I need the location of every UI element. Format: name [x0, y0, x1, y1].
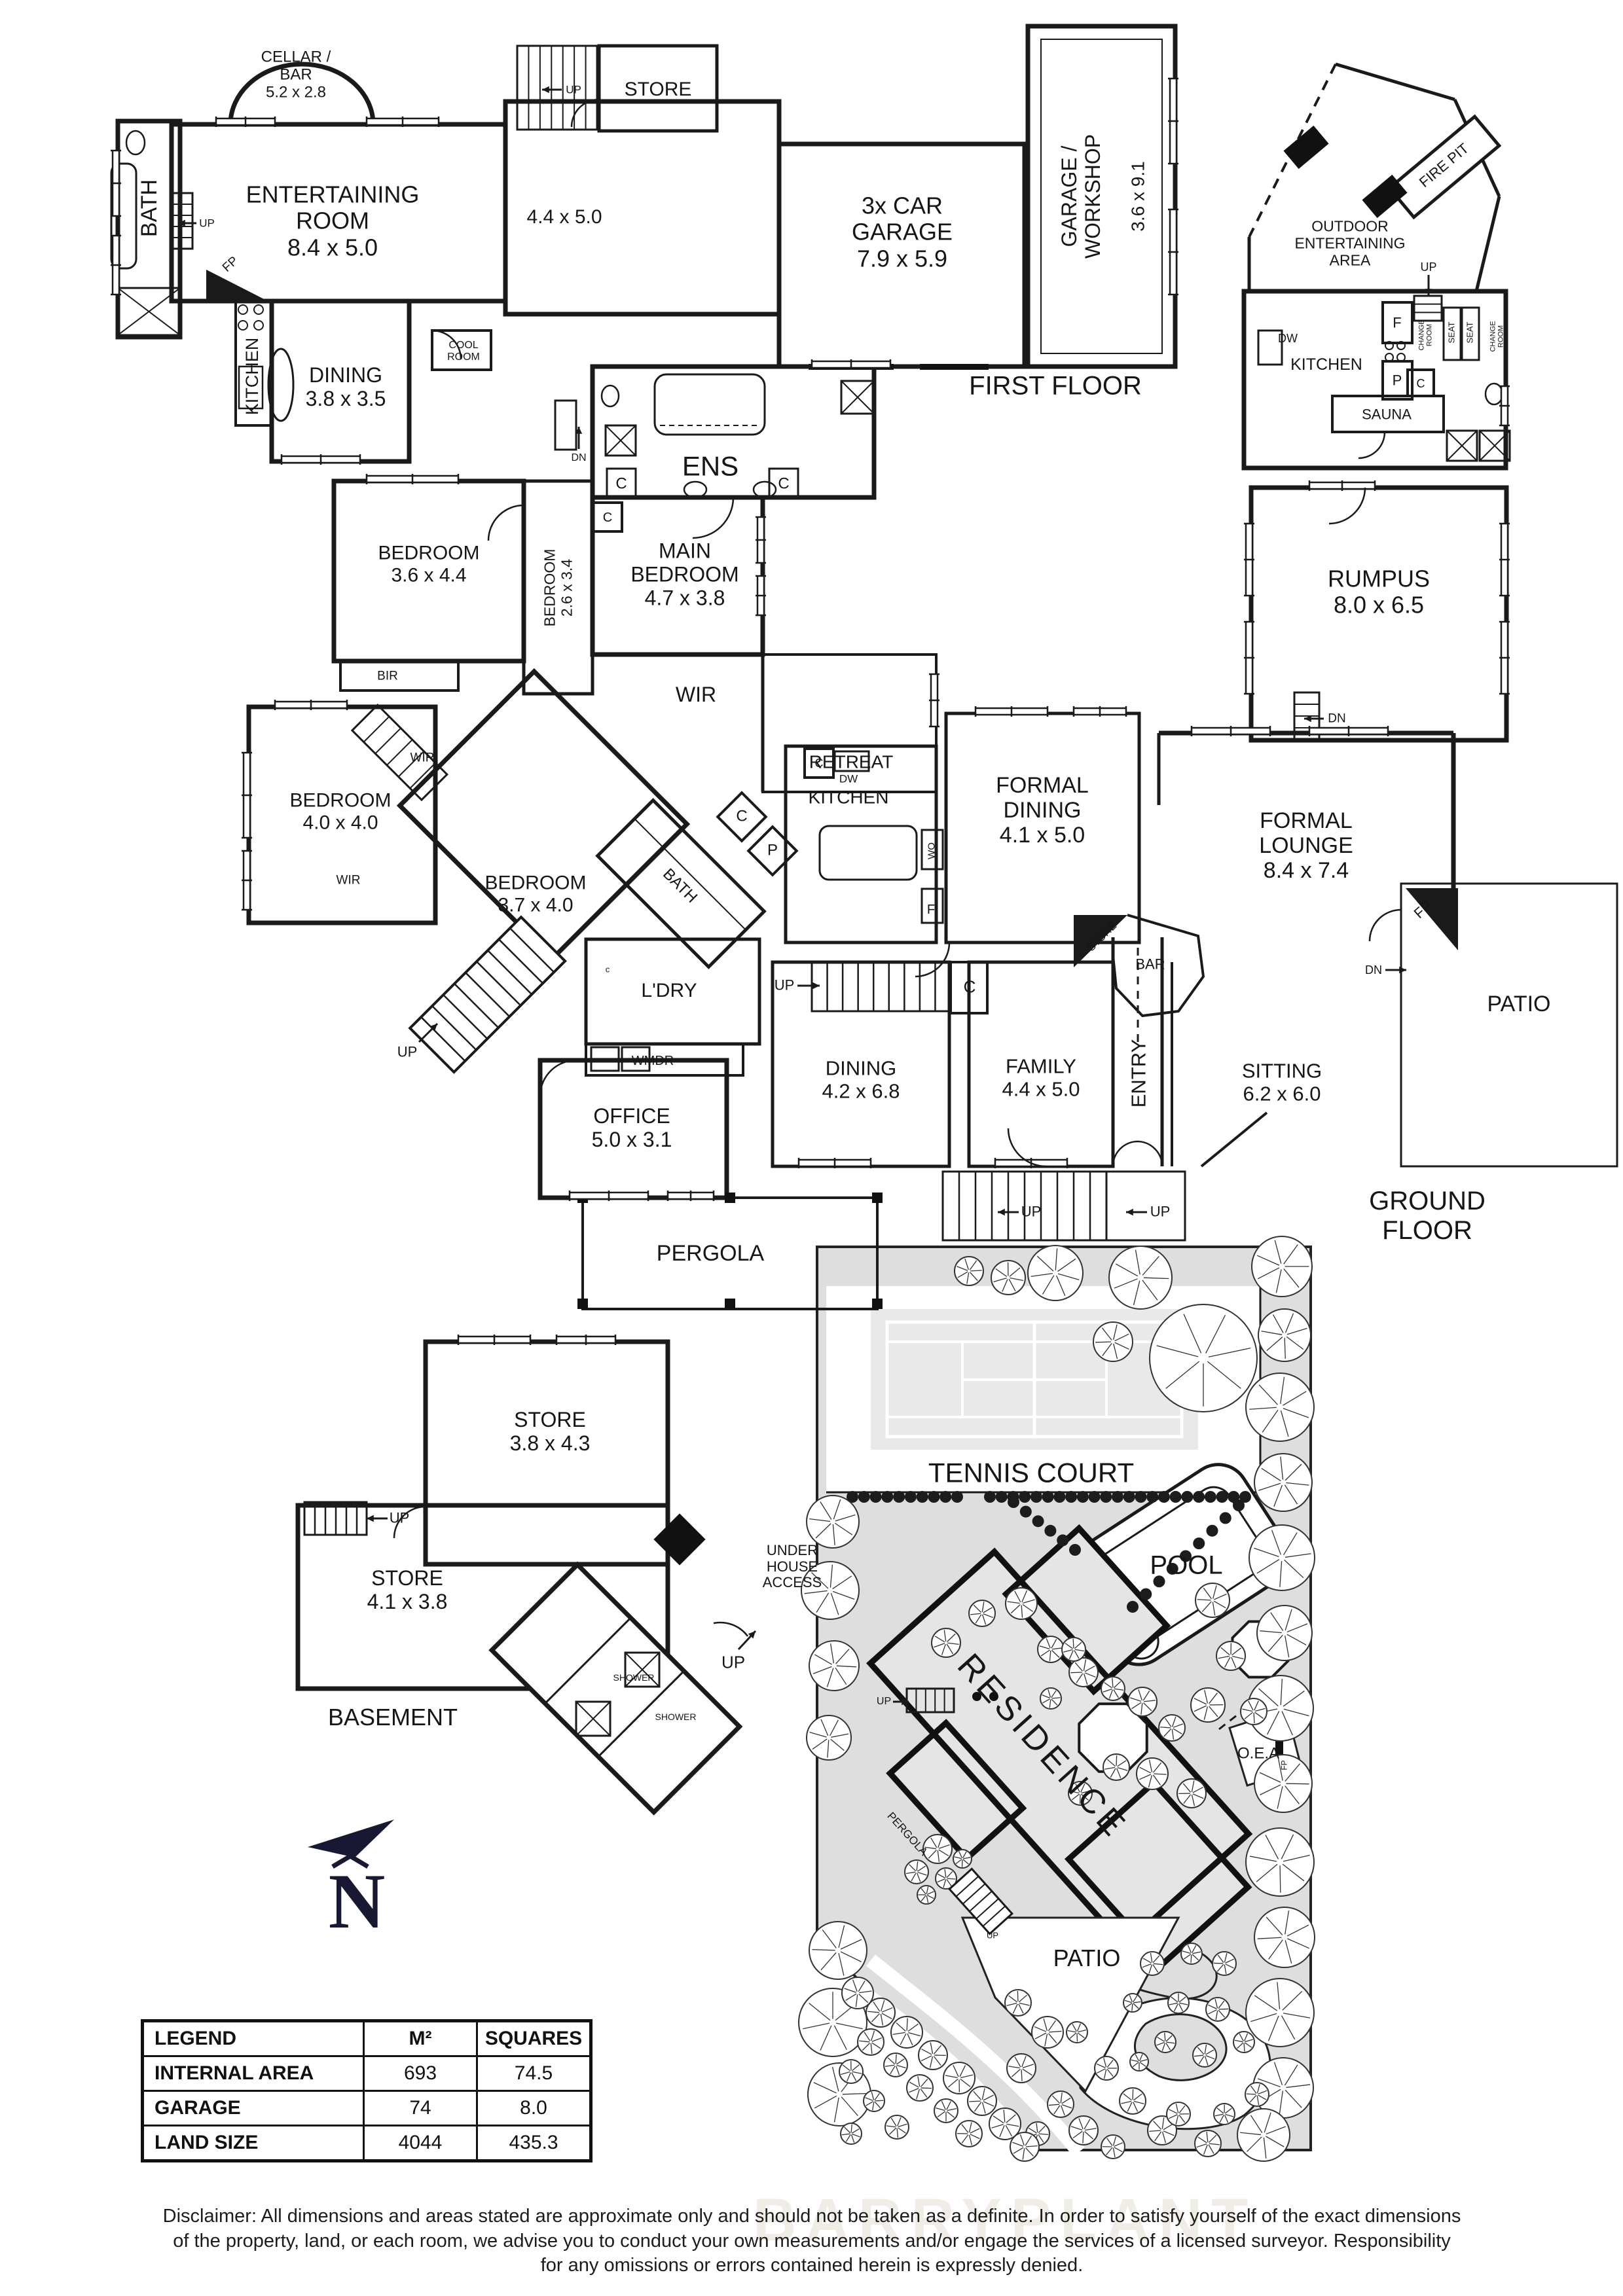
legend-row-garage: GARAGE 74 8.0 [141, 2090, 592, 2126]
legend-row-land-size: LAND SIZE 4044 435.3 [141, 2125, 592, 2162]
north-letter: N [328, 1857, 386, 1945]
legend-value-m2: 693 [363, 2055, 478, 2092]
legend-value-squares: 74.5 [476, 2055, 592, 2092]
legend-label: INTERNAL AREA [141, 2055, 365, 2092]
disclaimer-text: Disclaimer: All dimensions and areas sta… [162, 2206, 1461, 2276]
legend-label: GARAGE [141, 2090, 365, 2126]
legend-row-internal-area: INTERNAL AREA 693 74.5 [141, 2055, 592, 2092]
north-arrow: N [282, 1806, 432, 1957]
legend-header-row: LEGEND M² SQUARES [141, 2020, 592, 2057]
legend-label: LAND SIZE [141, 2125, 365, 2162]
watermark: BARRYPLANT [753, 2187, 1258, 2253]
legend-header-squares: SQUARES [476, 2020, 592, 2057]
legend-value-squares: 435.3 [476, 2125, 592, 2162]
legend-value-m2: 74 [363, 2090, 478, 2126]
north-arrow-glyph [308, 1820, 394, 1869]
legend-value-m2: 4044 [363, 2125, 478, 2162]
legend-value-squares: 8.0 [476, 2090, 592, 2126]
legend-header-m2: M² [363, 2020, 478, 2057]
legend-table: LEGEND M² SQUARES INTERNAL AREA 693 74.5… [141, 2019, 593, 2162]
legend-header: LEGEND [141, 2020, 365, 2057]
